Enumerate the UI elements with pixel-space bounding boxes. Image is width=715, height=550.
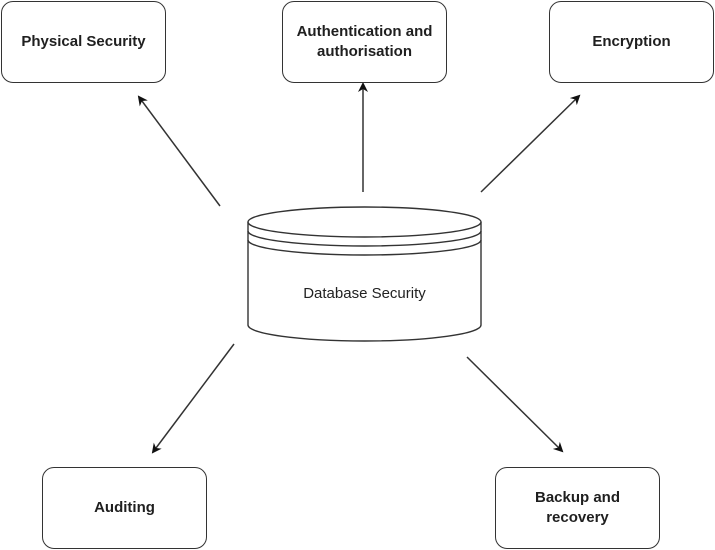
node-label: Authentication and authorisation: [296, 23, 433, 60]
cylinder-body: [247, 222, 482, 342]
node-backup-recovery[interactable]: Backup and recovery: [495, 467, 660, 549]
edge-center-to-encryption: [480, 94, 581, 193]
edge-center-to-auditing: [151, 343, 235, 454]
cylinder-top: [247, 206, 482, 238]
node-label: Physical Security: [21, 33, 146, 50]
database-cylinder[interactable]: [247, 206, 482, 342]
node-label: Auditing: [94, 499, 155, 516]
cylinder-ring-2: [247, 239, 482, 256]
node-label: Encryption: [592, 33, 671, 50]
edge-center-to-backup: [466, 356, 564, 453]
node-label: Backup and recovery: [534, 489, 621, 526]
node-authentication-authorisation[interactable]: Authentication and authorisation: [282, 1, 447, 83]
node-auditing[interactable]: Auditing: [42, 467, 207, 549]
cylinder-ring-1: [247, 230, 482, 247]
database-security-label: Database Security: [303, 285, 426, 302]
node-encryption[interactable]: Encryption: [549, 1, 714, 83]
node-physical-security[interactable]: Physical Security: [1, 1, 166, 83]
edge-center-to-physical: [137, 95, 221, 207]
